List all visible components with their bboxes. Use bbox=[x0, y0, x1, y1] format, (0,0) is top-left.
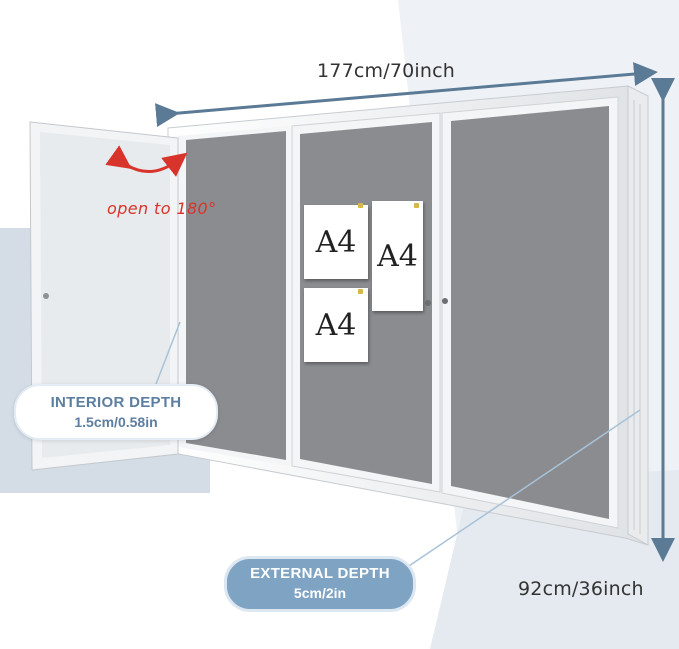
external-depth-value: 5cm/2in bbox=[293, 585, 347, 601]
interior-depth-badge: INTERIOR DEPTH 1.5cm/0.58in bbox=[14, 384, 218, 440]
external-depth-badge: EXTERNAL DEPTH 5cm/2in bbox=[224, 556, 416, 612]
paper-label: A4 bbox=[377, 238, 418, 274]
pin bbox=[358, 203, 363, 208]
a4-paper-1: A4 bbox=[304, 205, 368, 279]
paper-label: A4 bbox=[315, 307, 357, 343]
height-label: 92cm/36inch bbox=[518, 578, 644, 600]
paper-label: A4 bbox=[315, 224, 357, 260]
pin bbox=[414, 203, 419, 208]
interior-depth-title: INTERIOR DEPTH bbox=[50, 394, 182, 411]
width-label: 177cm/70inch bbox=[317, 60, 456, 82]
interior-depth-pointer bbox=[155, 321, 181, 385]
hinge-strip bbox=[633, 100, 641, 534]
open-angle-label: open to 180° bbox=[107, 199, 217, 218]
a4-paper-3: A4 bbox=[304, 288, 368, 362]
open-angle-arrow bbox=[105, 145, 188, 177]
door-lock bbox=[43, 293, 49, 299]
external-depth-pointer bbox=[399, 409, 641, 573]
pin bbox=[358, 289, 363, 294]
a4-paper-2: A4 bbox=[372, 201, 423, 311]
external-depth-title: EXTERNAL DEPTH bbox=[250, 565, 390, 582]
width-dimension-line bbox=[155, 62, 658, 127]
interior-depth-value: 1.5cm/0.58in bbox=[74, 414, 158, 430]
